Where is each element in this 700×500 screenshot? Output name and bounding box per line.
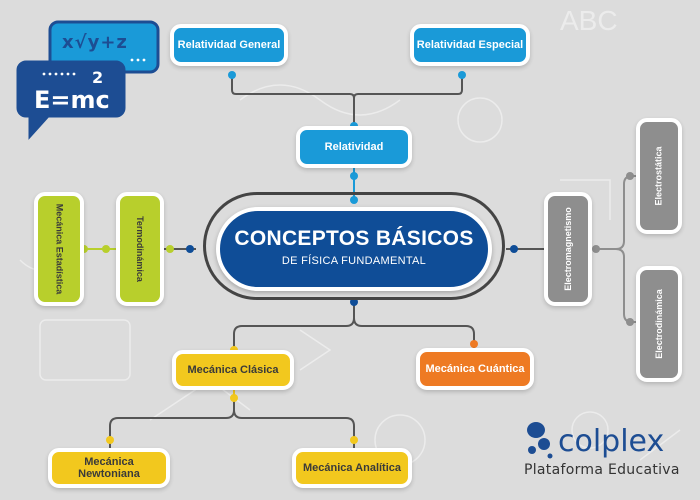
svg-text:ABC: ABC <box>560 5 618 36</box>
node-mecanica-analitica: Mecánica Analítica <box>292 448 412 488</box>
connector-dots <box>80 71 634 444</box>
node-label: Electromagnetismo <box>563 207 573 291</box>
node-label: Relatividad <box>324 141 384 153</box>
node-label: Mecánica Estadística <box>54 203 65 295</box>
node-relatividad-general: Relatividad General <box>170 24 288 66</box>
formula-bottom-text: E=mc <box>34 86 110 114</box>
center-subtitle: DE FÍSICA FUNDAMENTAL <box>281 255 427 267</box>
node-electrostatica: Electrostática <box>636 118 682 234</box>
node-mecanica-newtoniana: Mecánica Newtoniana <box>48 448 170 488</box>
node-relatividad: Relatividad <box>296 126 412 168</box>
center-node: CONCEPTOS BÁSICOS DE FÍSICA FUNDAMENTAL <box>216 207 492 291</box>
node-relatividad-especial: Relatividad Especial <box>410 24 530 66</box>
node-label: Mecánica Analítica <box>302 462 402 474</box>
node-label: Mecánica Clásica <box>187 364 279 376</box>
node-label: Relatividad Especial <box>416 39 524 51</box>
node-electrodinamica: Electrodinámica <box>636 266 682 382</box>
center-title: CONCEPTOS BÁSICOS <box>234 227 474 250</box>
node-mecanica-clasica: Mecánica Clásica <box>172 350 294 390</box>
node-label: Relatividad General <box>177 39 281 51</box>
brand: colplex Plataforma Educativa <box>522 418 692 488</box>
node-termodinamica: Termodinámica <box>116 192 164 306</box>
node-label: Mecánica Newtoniana <box>78 456 140 480</box>
colplex-logo-icon <box>527 422 553 459</box>
brand-subtitle: Plataforma Educativa <box>524 462 680 478</box>
brand-name: colplex <box>558 424 665 459</box>
formula-top-text: x√y+z <box>62 32 128 53</box>
node-label: Termodinámica <box>135 216 146 282</box>
node-mecanica-cuantica: Mecánica Cuántica <box>416 348 534 390</box>
node-label: Electrostática <box>654 146 664 206</box>
connector-lines <box>84 75 640 450</box>
node-label: Electrodinámica <box>654 289 664 359</box>
node-mecanica-estadistica: Mecánica Estadística <box>34 192 84 306</box>
node-electromagnetismo: Electromagnetismo <box>544 192 592 306</box>
formula-speech-bubbles-icon <box>16 20 160 140</box>
formula-exponent-text: 2 <box>92 68 104 87</box>
center-outline <box>203 192 505 300</box>
node-label: Mecánica Cuántica <box>425 363 525 375</box>
